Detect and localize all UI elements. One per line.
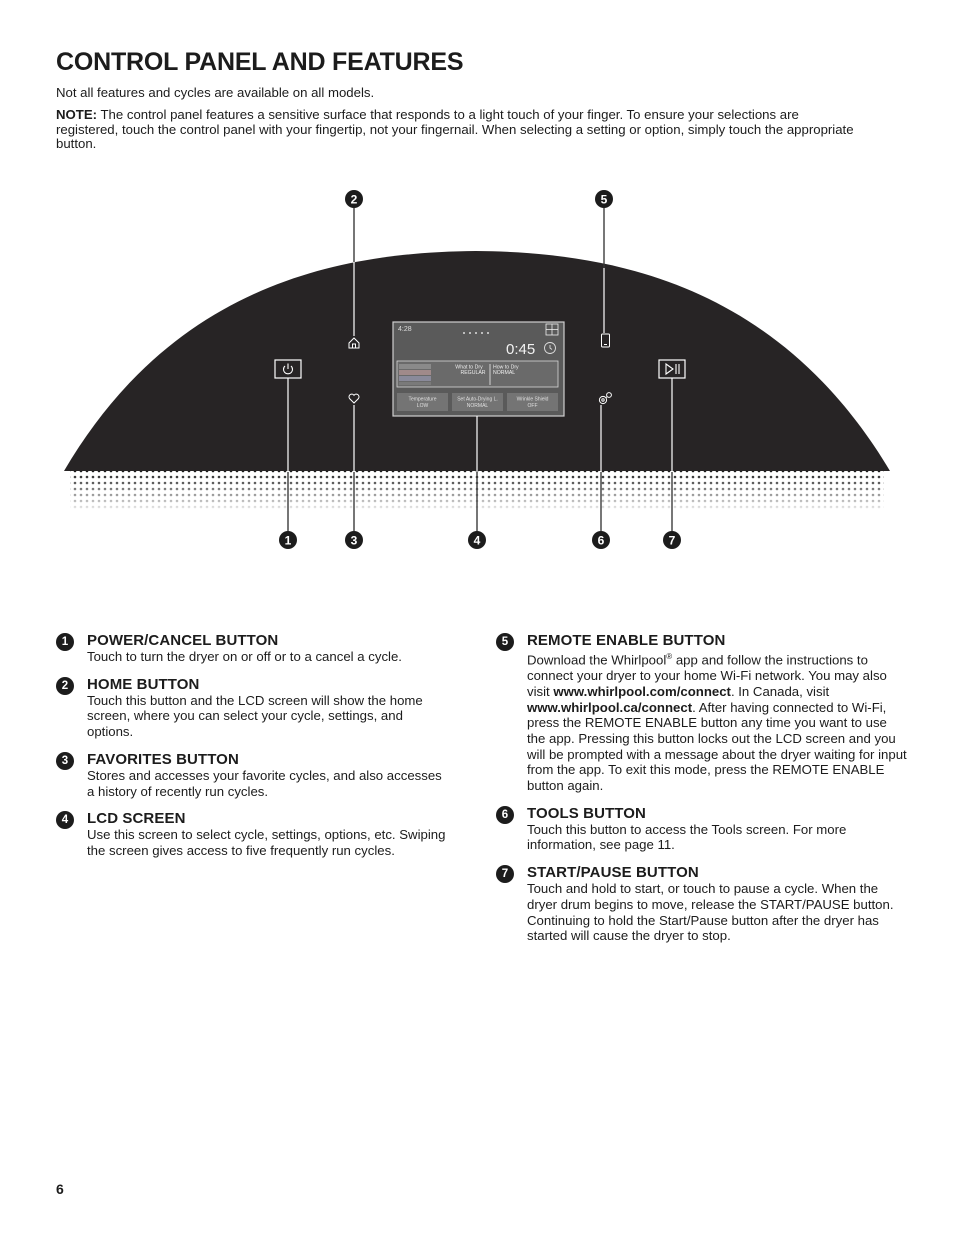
- load-stack-graphic: [399, 364, 431, 385]
- option-temperature-value: LOW: [417, 403, 429, 409]
- option-auto-drying-label: Set Auto-Drying L.: [457, 397, 498, 403]
- feature-number: 4: [56, 811, 74, 830]
- how-to-dry-label: How to Dry: [493, 365, 519, 371]
- home-button[interactable]: [348, 337, 360, 349]
- svg-text:7: 7: [669, 534, 676, 548]
- option-temperature-label: Temperature: [408, 397, 436, 403]
- callout-6: 6: [592, 531, 610, 549]
- svg-text:4: 4: [474, 534, 481, 548]
- feature-text: Touch this button and the LCD screen wil…: [87, 692, 423, 740]
- feature-favorites: 3 FAVORITES BUTTON Stores and accesses y…: [56, 751, 446, 799]
- feature-start-pause: 7 START/PAUSE BUTTON Touch and hold to s…: [496, 864, 908, 944]
- heart-icon: [348, 393, 360, 404]
- feature-title: POWER/CANCEL BUTTON: [87, 632, 279, 649]
- remote-enable-button[interactable]: [601, 333, 610, 348]
- page-dots: [463, 332, 489, 334]
- feature-home: 2 HOME BUTTON Touch this button and the …: [56, 676, 446, 740]
- intro-text: Not all features and cycles are availabl…: [56, 85, 375, 100]
- svg-text:1: 1: [285, 534, 292, 548]
- page-title: CONTROL PANEL AND FEATURES: [56, 48, 464, 76]
- registered-mark: ®: [666, 652, 673, 661]
- feature-text: Use this screen to select cycle, setting…: [87, 827, 446, 858]
- tools-button[interactable]: [598, 392, 612, 405]
- lcd-screen[interactable]: 4:28 0:45 What to Dry REGULAR How: [392, 321, 565, 417]
- feature-title: TOOLS BUTTON: [527, 804, 646, 822]
- favorites-button[interactable]: [348, 393, 360, 404]
- lcd-clock: 4:28: [398, 326, 412, 333]
- feature-number: 6: [496, 805, 514, 824]
- feature-title: LCD SCREEN: [87, 810, 186, 828]
- feature-text: Touch to turn the dryer on or off or to …: [87, 649, 402, 664]
- callout-2: 2: [345, 190, 363, 208]
- feature-number: 1: [56, 633, 74, 651]
- callout-4: 4: [468, 531, 486, 549]
- callout-5: 5: [595, 190, 613, 208]
- callout-3: 3: [345, 531, 363, 549]
- grid-menu-icon: [545, 323, 559, 336]
- whirlpool-ca-link[interactable]: www.whirlpool.ca/connect: [527, 699, 693, 715]
- feature-text: Touch this button to access the Tools sc…: [527, 821, 847, 853]
- lcd-timer: 0:45: [506, 341, 535, 358]
- what-to-dry-label: What to Dry: [455, 365, 483, 371]
- feature-tools: 6 TOOLS BUTTON Touch this button to acce…: [496, 805, 908, 853]
- home-icon: [348, 337, 360, 349]
- feature-remote-enable: 5 REMOTE ENABLE BUTTON Download the Whir…: [496, 632, 908, 794]
- note-text: The control panel features a sensitive s…: [56, 107, 854, 152]
- control-panel-diagram: 4:28 0:45 What to Dry REGULAR How: [0, 185, 954, 565]
- feature-lcd-screen: 4 LCD SCREEN Use this screen to select c…: [56, 810, 446, 858]
- feature-title: START/PAUSE BUTTON: [527, 864, 699, 882]
- tools-icon: [598, 392, 612, 405]
- feature-title: REMOTE ENABLE BUTTON: [527, 632, 726, 649]
- control-panel-illustration: 4:28 0:45 What to Dry REGULAR How: [64, 190, 890, 549]
- svg-text:5: 5: [601, 193, 608, 207]
- callout-1: 1: [279, 531, 297, 549]
- phone-icon: [601, 333, 610, 348]
- features-left-column: 1 POWER/CANCEL BUTTON Touch to turn the …: [56, 632, 446, 870]
- feature-number: 3: [56, 751, 74, 770]
- option-auto-drying-value: NORMAL: [467, 403, 489, 409]
- page-number: 6: [56, 1181, 64, 1197]
- cycle-status-icon: [544, 342, 556, 354]
- feature-number: 7: [496, 865, 514, 884]
- feature-text: Download the Whirlpool® app and follow t…: [527, 652, 907, 794]
- note-label: NOTE:: [56, 107, 98, 122]
- what-to-dry-value: REGULAR: [460, 370, 485, 376]
- power-icon: [282, 363, 294, 375]
- svg-text:6: 6: [598, 534, 605, 548]
- feature-number: 5: [496, 633, 514, 651]
- feature-title: FAVORITES BUTTON: [87, 750, 239, 768]
- svg-text:2: 2: [351, 193, 358, 207]
- how-to-dry-value: NORMAL: [493, 370, 515, 376]
- svg-text:3: 3: [351, 534, 358, 548]
- feature-number: 2: [56, 676, 74, 695]
- play-pause-icon: [665, 362, 680, 376]
- whirlpool-com-link[interactable]: www.whirlpool.com/connect: [553, 683, 731, 699]
- feature-text: Touch and hold to start, or touch to pau…: [527, 881, 894, 944]
- feature-title: HOME BUTTON: [87, 675, 200, 693]
- features-right-column: 5 REMOTE ENABLE BUTTON Download the Whir…: [496, 632, 908, 955]
- feature-text: Stores and accesses your favorite cycles…: [87, 767, 442, 799]
- note-paragraph: NOTE: The control panel features a sensi…: [56, 107, 856, 152]
- feature-power-cancel: 1 POWER/CANCEL BUTTON Touch to turn the …: [56, 632, 446, 665]
- option-wrinkle-shield-label: Wrinkle Shield: [517, 397, 549, 403]
- option-wrinkle-shield-value: OFF: [528, 403, 538, 409]
- callout-7: 7: [663, 531, 681, 549]
